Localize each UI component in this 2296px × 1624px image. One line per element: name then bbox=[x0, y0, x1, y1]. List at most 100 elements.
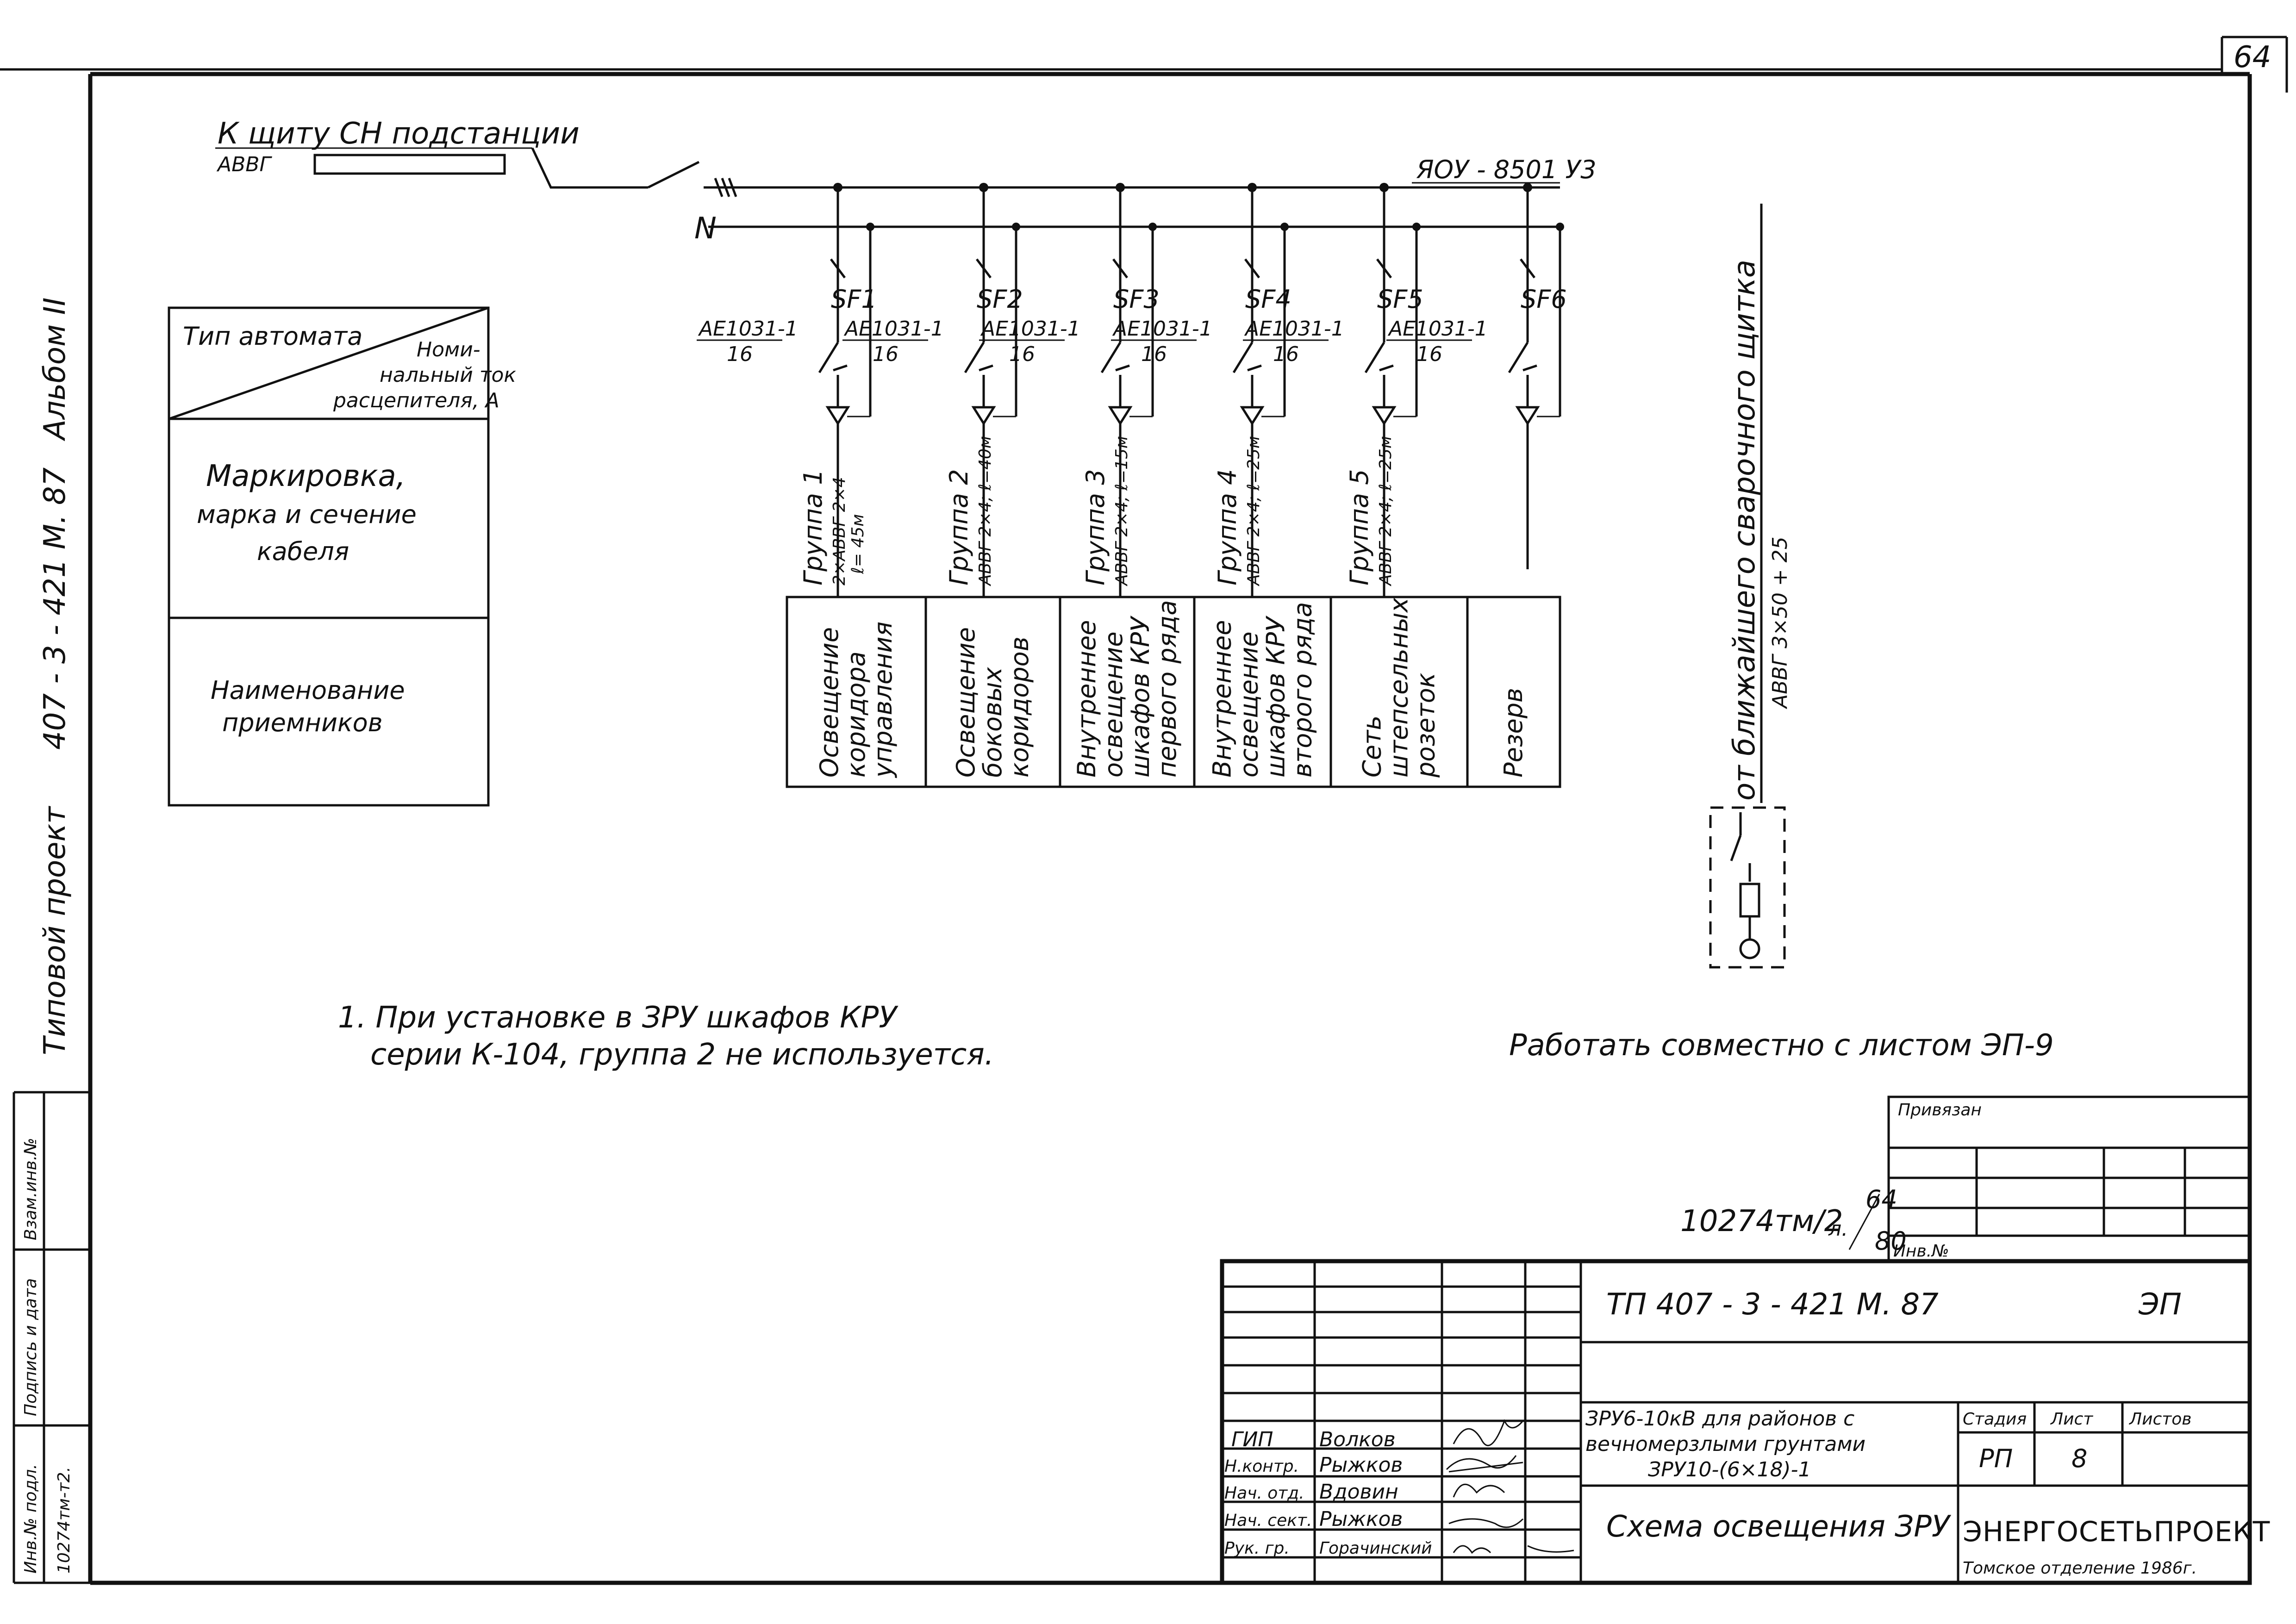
welding-supply: от ближайшего сварочного щитка АВВГ 3×50… bbox=[1709, 204, 1792, 969]
receiver-2-line-1: Освещение bbox=[951, 627, 980, 778]
cable-end-4 bbox=[1240, 406, 1265, 426]
legend-marking-1: Маркировка, bbox=[206, 459, 406, 493]
receiver-3-line-4: первого ряда bbox=[1153, 600, 1182, 778]
welding-label: от ближайшего сварочного щитка bbox=[1728, 260, 1762, 801]
legend-receivers-2: приемников bbox=[222, 708, 383, 737]
project-type: Типовой проект bbox=[38, 806, 72, 1055]
receiver-4-line-4: второго ряда bbox=[1288, 602, 1317, 778]
cable-end-2 bbox=[971, 406, 996, 426]
cable-end-5 bbox=[1372, 406, 1397, 426]
receiver-5-line-2: штепсельных bbox=[1385, 597, 1414, 778]
receiver-1-line-2: коридора bbox=[842, 651, 871, 778]
feeder-label: К щиту СН подстанции bbox=[218, 117, 580, 151]
receiver-6-line-1: Резерв bbox=[1499, 688, 1528, 778]
legend-rated-current-2: нальный ток bbox=[380, 363, 516, 387]
breaker-type-2: АЕ1031-1 bbox=[843, 317, 944, 341]
breaker-current-3: 16 bbox=[1009, 342, 1035, 366]
signature-5 bbox=[1453, 1545, 1574, 1554]
receiver-5-line-3: розеток bbox=[1411, 672, 1441, 778]
neutral-label: N bbox=[694, 212, 717, 246]
sheet-frame: 64 bbox=[0, 36, 2288, 1585]
legend-marking-2: марка и сечение bbox=[197, 500, 417, 529]
sf-label-1: SF1 bbox=[831, 285, 877, 314]
breaker-type-6: АЕ1031-1 bbox=[1387, 317, 1488, 341]
breaker-mark-2 bbox=[976, 258, 992, 279]
welding-cable: АВВГ 3×50 + 25 bbox=[1768, 536, 1792, 709]
cable-length-1: ℓ= 45м bbox=[849, 514, 867, 574]
breaker-current-2: 16 bbox=[873, 342, 898, 366]
receiver-3-line-2: освещение bbox=[1099, 632, 1128, 778]
receiver-5-line-1: Сеть bbox=[1358, 716, 1387, 778]
breaker-mark-1 bbox=[830, 258, 846, 279]
breaker-mark-6 bbox=[1520, 258, 1535, 279]
receiver-3-line-3: шкафов КРУ bbox=[1126, 616, 1155, 778]
album-label: Альбом II bbox=[38, 298, 72, 442]
tb-role-nachotd: Нач. отд. bbox=[1224, 1484, 1304, 1503]
inv-label: Инв.№ bbox=[1893, 1242, 1949, 1261]
breaker-release-5 bbox=[1379, 364, 1394, 372]
tb-code: ТП 407 - 3 - 421 М. 87 bbox=[1606, 1288, 1939, 1322]
privyazan-block: Привязан Инв.№ bbox=[1887, 1095, 2251, 1263]
tb-role-nkontr: Н.контр. bbox=[1224, 1457, 1299, 1476]
group-label-3: Группа 3 bbox=[1081, 469, 1110, 585]
breaker-type-5: АЕ1031-1 bbox=[1244, 317, 1344, 341]
feeder: К щиту СН подстанции АВВГ ЯОУ - 8501 У3 … bbox=[215, 117, 1597, 246]
receiver-2-line-3: коридоров bbox=[1005, 636, 1034, 778]
archive-num: 10274тм/2 bbox=[1680, 1204, 1843, 1238]
receiver-2-line-2: боковых bbox=[978, 667, 1007, 778]
breaker-type-4: АЕ1031-1 bbox=[1112, 317, 1212, 341]
breaker-current-4: 16 bbox=[1141, 342, 1167, 366]
stamp-label-replacement: Взам.инв.№ bbox=[21, 1138, 40, 1240]
sf-label-5: SF5 bbox=[1377, 285, 1423, 314]
cable-end-3 bbox=[1108, 406, 1133, 426]
tb-mark: ЭП bbox=[2138, 1288, 2182, 1322]
legend-rated-current-1: Номи- bbox=[417, 338, 480, 361]
tb-org: ЭНЕРГОСЕТЬПРОЕКТ bbox=[1963, 1516, 2270, 1548]
cable-label-4: АВВГ 2×4; ℓ=25м bbox=[1244, 436, 1263, 586]
cable-label-2: АВВГ 2×4; ℓ=40м bbox=[976, 436, 995, 586]
sf-label-6: SF6 bbox=[1521, 285, 1567, 314]
feeder-cable: АВВГ bbox=[216, 153, 272, 176]
legend-receivers-1: Наименование bbox=[211, 676, 405, 705]
stamp-value-inventory: 10274тм-т2. bbox=[55, 1467, 74, 1574]
breaker-current-1: 16 bbox=[727, 342, 753, 366]
breaker-blade-3 bbox=[1100, 342, 1122, 373]
breaker-blade-2 bbox=[964, 342, 985, 373]
breaker-release-1 bbox=[833, 364, 848, 372]
tb-name-2: Рыжков bbox=[1319, 1453, 1403, 1477]
group-label-5: Группа 5 bbox=[1345, 469, 1374, 585]
breaker-current-6: 16 bbox=[1416, 342, 1442, 366]
sf-label-4: SF4 bbox=[1245, 285, 1292, 314]
cable-end-1 bbox=[825, 406, 850, 426]
left-margin: Альбом II 407 - 3 - 421 М. 87 Типовой пр… bbox=[12, 298, 90, 1584]
signature-2 bbox=[1446, 1455, 1523, 1473]
receiver-4-line-1: Внутреннее bbox=[1208, 620, 1237, 778]
cable-end-6 bbox=[1515, 406, 1540, 426]
sf-label-3: SF3 bbox=[1113, 285, 1160, 314]
tb-object-1: ЗРУ6-10кВ для районов с bbox=[1585, 1407, 1854, 1431]
panel-label: ЯОУ - 8501 У3 bbox=[1416, 155, 1597, 184]
breaker-release-6 bbox=[1522, 364, 1537, 372]
tb-object-2: вечномерзлыми грунтами bbox=[1585, 1432, 1866, 1456]
group-label-4: Группа 4 bbox=[1213, 469, 1242, 585]
legend-rated-current-3: расцепителя, А bbox=[333, 389, 499, 412]
tb-role-nachsekt: Нач. сект. bbox=[1224, 1511, 1312, 1530]
cable-label-3: АВВГ 2×4; ℓ=15м bbox=[1112, 436, 1131, 586]
tb-org-sub: Томское отделение 1986г. bbox=[1963, 1559, 2197, 1578]
joint-note: Работать совместно с листом ЭП-9 bbox=[1509, 1028, 2054, 1063]
notes: 1. При установке в ЗРУ шкафов КРУ серии … bbox=[338, 1001, 2054, 1072]
tb-stage: РП bbox=[1979, 1444, 2013, 1473]
breaker-type-3: АЕ1031-1 bbox=[980, 317, 1080, 341]
legend-marking-3: кабеля bbox=[257, 537, 349, 566]
cable-label-5: АВВГ 2×4; ℓ=25м bbox=[1376, 436, 1395, 586]
signature-1 bbox=[1453, 1419, 1524, 1446]
breaker-release-3 bbox=[1115, 364, 1130, 372]
receivers-table bbox=[786, 596, 1561, 788]
breaker-blade-1 bbox=[818, 342, 839, 373]
breaker-mark-3 bbox=[1112, 258, 1128, 279]
receiver-4-line-3: шкафов КРУ bbox=[1261, 616, 1291, 778]
signature-4 bbox=[1448, 1518, 1524, 1528]
tb-sheets-label: Листов bbox=[2128, 1410, 2191, 1429]
